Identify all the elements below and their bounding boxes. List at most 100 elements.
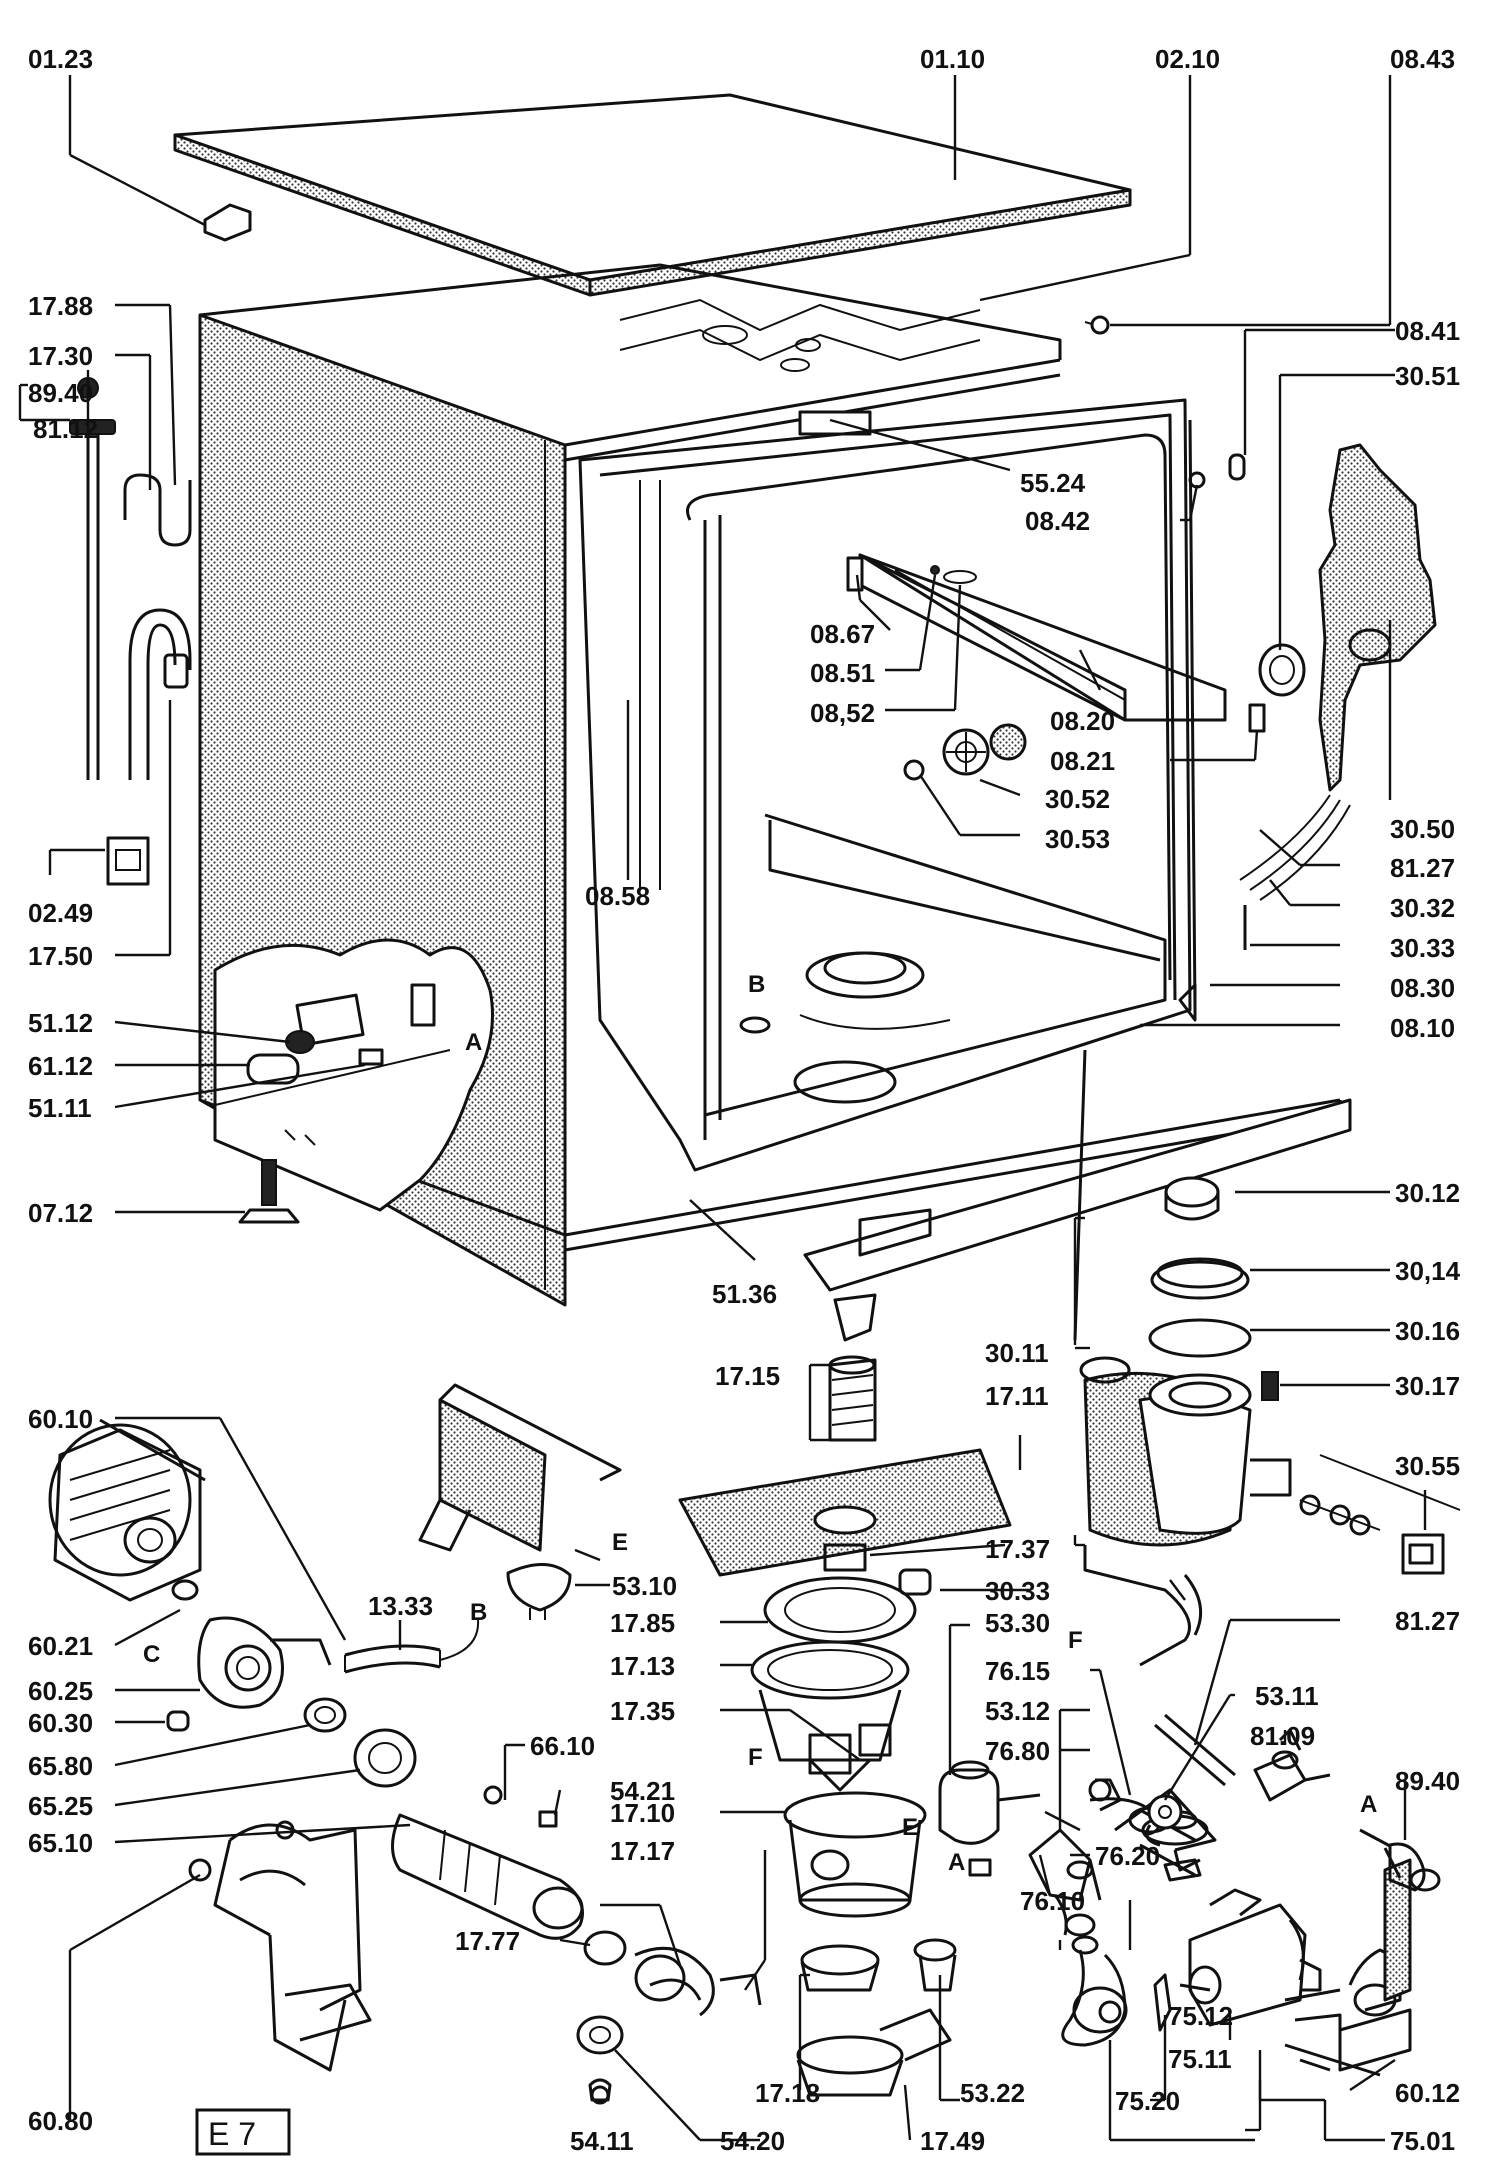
- label-7501: 75.01: [1390, 2126, 1455, 2156]
- label-6525: 65.25: [28, 1791, 93, 1821]
- softener-assembly: [1079, 1176, 1461, 1575]
- valve-parts: [1145, 1713, 1441, 1892]
- label-5330: 53.30: [985, 1608, 1050, 1638]
- sheet-code-box: [195, 2108, 291, 2156]
- label-0820: 08.20: [1050, 706, 1115, 736]
- label-5136: 51.36: [712, 1279, 777, 1309]
- label-0123: 01.23: [28, 44, 93, 74]
- label-6112: 61.12: [28, 1051, 93, 1081]
- label-8127-lower: 81.27: [1395, 1606, 1460, 1636]
- motor-assembly: [48, 1418, 332, 1732]
- label-8940-top: 89.40: [28, 378, 93, 408]
- label-3012: 30.12: [1395, 1178, 1460, 1208]
- label-1715: 17.15: [715, 1361, 780, 1391]
- clamp-hose: [576, 1930, 762, 2105]
- label-6610: 66.10: [530, 1731, 595, 1761]
- label-5524: 55.24: [1020, 468, 1086, 498]
- label-1749: 17.49: [920, 2126, 985, 2156]
- label-1730: 17.30: [28, 341, 93, 371]
- connector-letters: A B B C E E F F A A: [143, 971, 1377, 1876]
- label-1713: 17.13: [610, 1651, 675, 1681]
- pump-bracket: [418, 1383, 622, 1620]
- bracket-part: [203, 203, 252, 242]
- label-5420: 54.20: [720, 2126, 785, 2156]
- label-1711: 17.11: [985, 1381, 1049, 1411]
- label-3053: 30.53: [1045, 824, 1110, 854]
- label-6580: 65.80: [28, 1751, 93, 1781]
- parts-drawing: [18, 75, 1461, 2142]
- label-0858: 08.58: [585, 881, 650, 911]
- label-3033-upper: 30.33: [1390, 933, 1455, 963]
- label-6010: 60.10: [28, 1404, 93, 1434]
- hose-1333: [344, 1619, 480, 1674]
- label-1750: 17.50: [28, 941, 93, 971]
- label-3033-lower: 30.33: [985, 1576, 1050, 1606]
- label-1788: 17.88: [28, 291, 93, 321]
- label-1735: 17.35: [610, 1696, 675, 1726]
- leader-lines: [18, 75, 1427, 2142]
- part-labels: 01.23 01.10 02.10 08.43 17.88 17.30 89.4…: [28, 44, 1461, 2156]
- label-3017: 30.17: [1395, 1371, 1460, 1401]
- connector-e-bracket: E: [612, 1529, 628, 1556]
- label-7680: 76.80: [985, 1736, 1050, 1766]
- label-1717: 17.17: [610, 1836, 675, 1866]
- label-3055: 30.55: [1395, 1451, 1460, 1481]
- label-1333: 13.33: [368, 1591, 433, 1621]
- heater-pump-group: [938, 1760, 1412, 2077]
- label-6510: 65.10: [28, 1828, 93, 1858]
- foot-part: [238, 1159, 300, 1224]
- label-5311: 53.11: [1255, 1681, 1319, 1711]
- worktop-part: [173, 93, 1132, 297]
- label-3016: 30.16: [1395, 1316, 1460, 1346]
- label-0867: 08.67: [810, 619, 875, 649]
- label-7620: 76.20: [1095, 1841, 1160, 1871]
- label-8940-lower: 89.40: [1395, 1766, 1460, 1796]
- label-8127-upper: 81.27: [1390, 853, 1455, 883]
- label-0852: 08,52: [810, 698, 875, 728]
- label-5112: 51.12: [28, 1008, 93, 1038]
- left-hoses: [69, 377, 192, 780]
- rail-5136: [803, 1098, 1352, 1292]
- label-5322: 53.22: [960, 2078, 1025, 2108]
- label-0110: 01.10: [920, 44, 985, 74]
- label-0810: 08.10: [1390, 1013, 1455, 1043]
- label-5312: 53.12: [985, 1696, 1050, 1726]
- motor-cradle: [188, 1820, 372, 2072]
- label-6080: 60.80: [28, 2106, 93, 2136]
- label-6025: 60.25: [28, 1676, 93, 1706]
- label-0851: 08.51: [810, 658, 875, 688]
- tub-part: [578, 398, 1197, 1172]
- side-panel-part: [1239, 443, 1437, 950]
- label-8112: 81.12: [33, 414, 98, 444]
- connector-f-sump: F: [748, 1744, 763, 1771]
- label-3050: 30.50: [1390, 814, 1455, 844]
- sheet-code-text: E 7: [208, 2116, 256, 2152]
- label-3051: 30.51: [1395, 361, 1460, 391]
- label-5411: 54.11: [570, 2126, 634, 2156]
- gasket-nut: [303, 1697, 417, 1788]
- label-7511: 75.11: [1168, 2044, 1232, 2074]
- rail-part: [846, 553, 1266, 733]
- label-7520: 75.20: [1115, 2086, 1180, 2116]
- label-3032: 30.32: [1390, 893, 1455, 923]
- label-1777: 17.77: [455, 1926, 520, 1956]
- connector-a-heater: A: [948, 1849, 965, 1876]
- label-5421: 54.21: [610, 1776, 675, 1806]
- label-6012: 60.12: [1395, 2078, 1460, 2108]
- label-0830: 08.30: [1390, 973, 1455, 1003]
- label-6021: 60.21: [28, 1631, 93, 1661]
- label-7512: 75.12: [1168, 2001, 1233, 2031]
- label-0249: 02.49: [28, 898, 93, 928]
- pipe-6510: [391, 1785, 584, 1940]
- label-0821: 08.21: [1050, 746, 1115, 776]
- label-1710: 17.10: [610, 1798, 675, 1828]
- label-0841: 08.41: [1395, 316, 1460, 346]
- label-1718: 17.18: [755, 2078, 820, 2108]
- connector-e-valve: E: [902, 1814, 918, 1841]
- label-6030: 60.30: [28, 1708, 93, 1738]
- connector-a-right: A: [1360, 1791, 1377, 1818]
- sump-assembly: [678, 1293, 1012, 2097]
- label-8109: 81.09: [1250, 1721, 1315, 1751]
- part-5411: [588, 2078, 612, 2102]
